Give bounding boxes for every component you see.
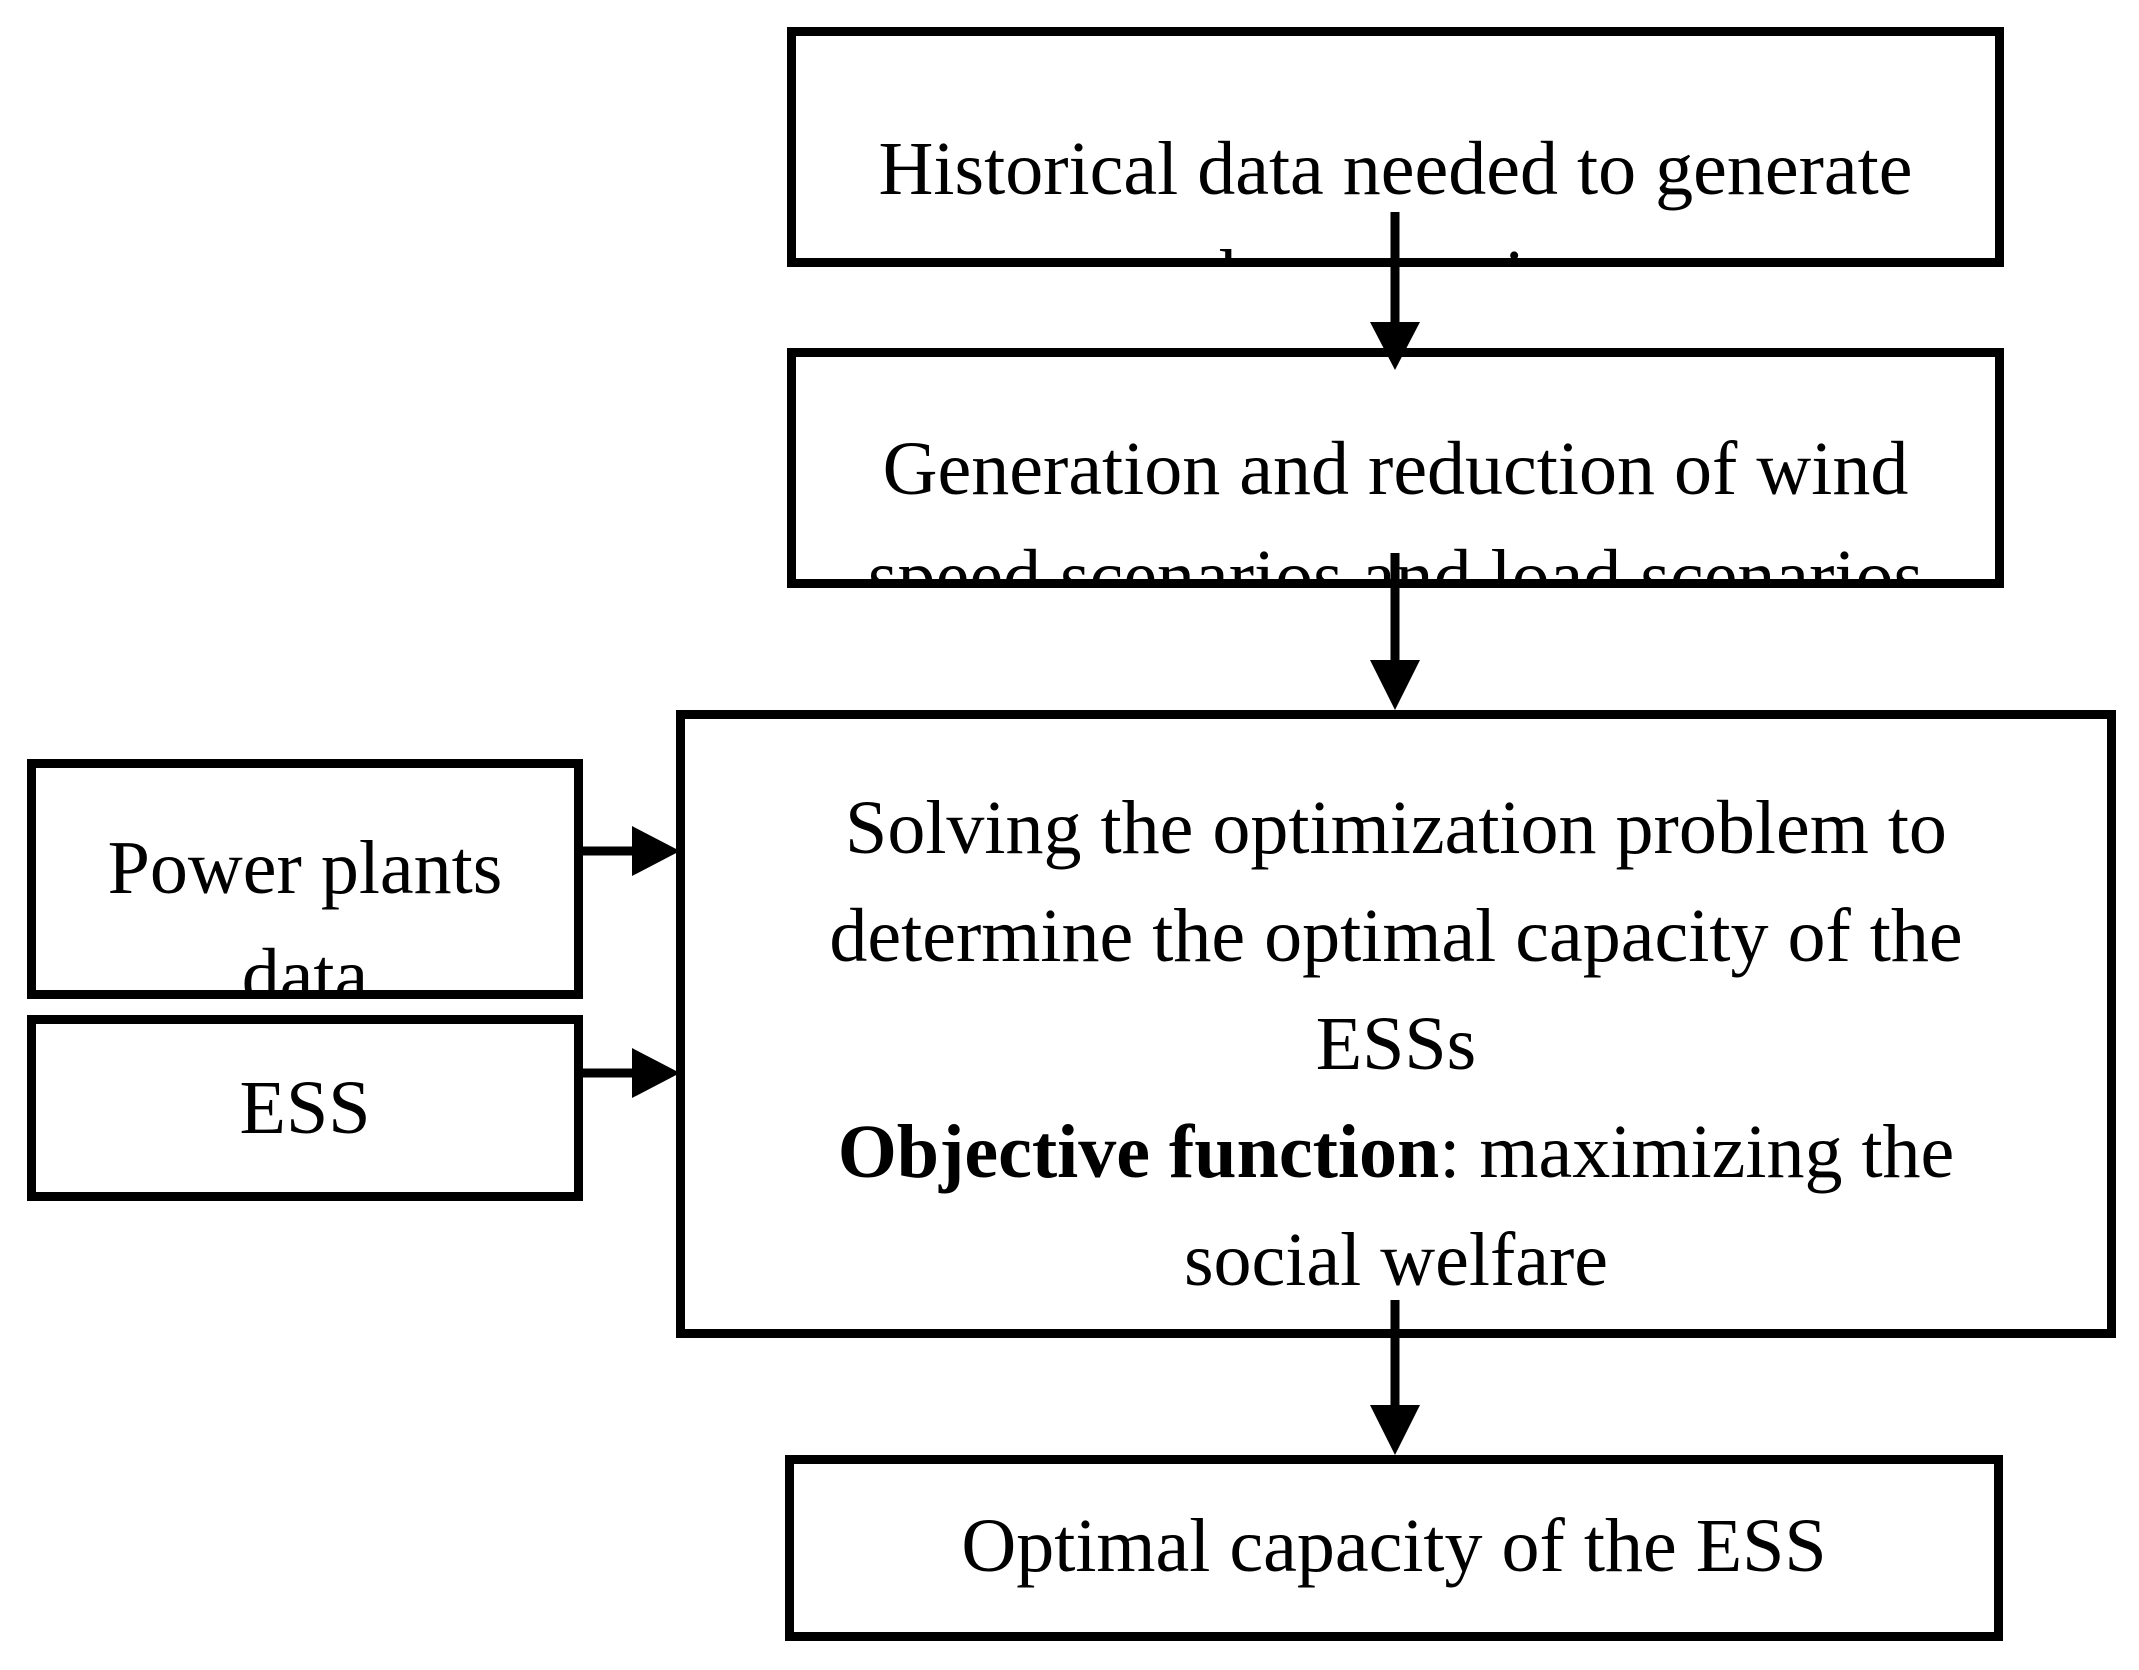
optimal-capacity-box: Optimal capacity of the ESS <box>785 1455 2003 1641</box>
optimization-line-1: Solving the optimization problem to <box>845 786 1947 870</box>
historical-data-text: Historical data needed to generate the s… <box>796 115 1995 258</box>
objective-text: : maximizing the <box>1439 1110 1955 1194</box>
scenario-generation-box: Generation and reduction of wind speed s… <box>787 348 2004 588</box>
scenario-generation-line-1: Generation and reduction of wind <box>882 427 1909 511</box>
optimal-capacity-line-1: Optimal capacity of the ESS <box>961 1504 1827 1588</box>
objective-line: Objective function: maximizing the <box>685 1098 2107 1206</box>
scenario-generation-line-2: speed scenarios and load scenarios <box>867 535 1924 588</box>
ess-box: ESS <box>27 1015 583 1201</box>
power-plants-box: Power plants data <box>27 759 583 999</box>
optimal-capacity-text: Optimal capacity of the ESS <box>794 1492 1994 1600</box>
arrow-ess-to-optimization <box>578 1048 680 1098</box>
optimization-text: Solving the optimization problem to dete… <box>685 774 2107 1314</box>
historical-data-line-2: the scenarios <box>796 223 1995 258</box>
objective-line-2: social welfare <box>1183 1218 1609 1302</box>
objective-label: Objective function <box>837 1110 1440 1194</box>
historical-data-box: Historical data needed to generate the s… <box>787 27 2004 267</box>
optimization-box: Solving the optimization problem to dete… <box>676 710 2116 1338</box>
optimization-line-2: determine the optimal capacity of the <box>829 894 1963 978</box>
arrow-power-plants-to-optimization <box>578 826 680 876</box>
ess-line-1: ESS <box>239 1066 371 1150</box>
historical-data-line-1: Historical data needed to generate <box>878 127 1913 211</box>
power-plants-line-1: Power plants <box>107 826 503 910</box>
optimization-line-3: ESSs <box>1315 1002 1477 1086</box>
power-plants-line-2: data <box>241 934 369 999</box>
scenario-generation-text: Generation and reduction of wind speed s… <box>796 415 1995 588</box>
ess-text: ESS <box>36 1054 574 1162</box>
power-plants-text: Power plants data <box>36 814 574 999</box>
